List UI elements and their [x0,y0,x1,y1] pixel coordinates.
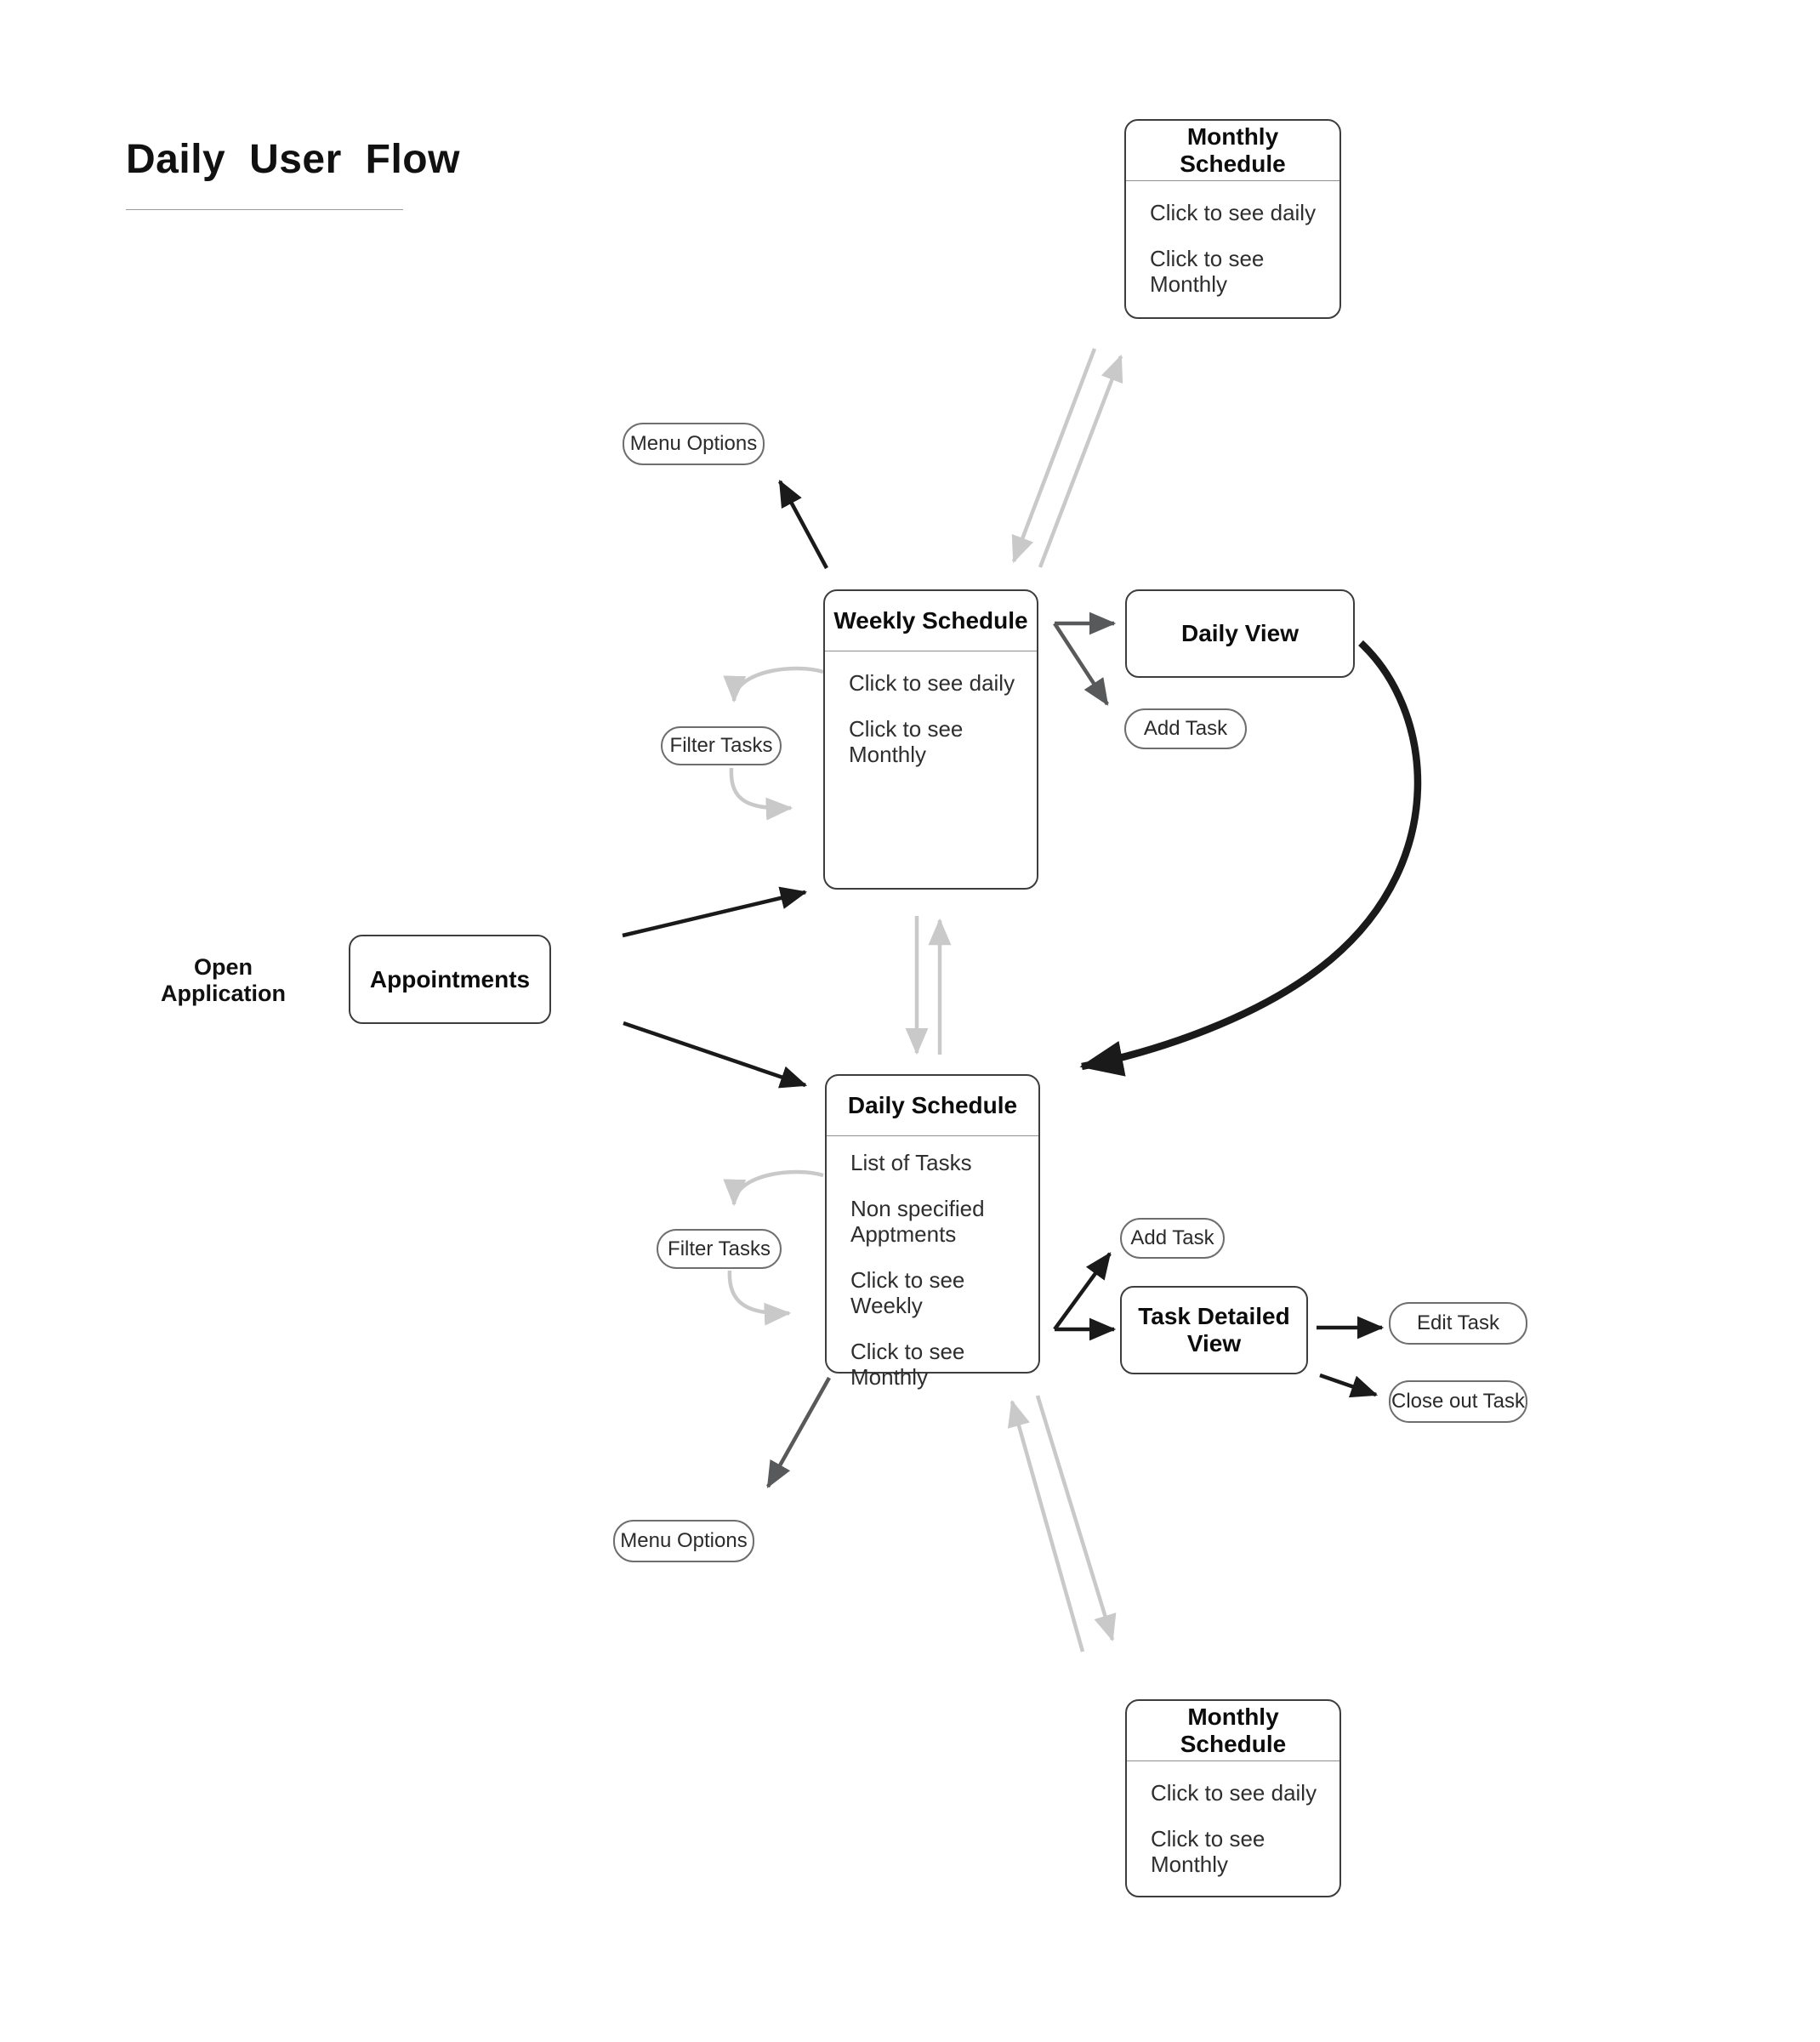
node-item-list: Click to see daily Click to see Monthly [1126,181,1339,297]
node-title: Monthly Schedule [1126,121,1339,181]
node-add-task-top: Add Task [1124,708,1247,749]
node-task-detailed-view: Task Detailed View [1120,1286,1308,1374]
pill-label: Add Task [1143,717,1228,740]
node-title: Appointments [369,965,531,993]
arrow-daily-to-monthly-bottom [1035,1395,1117,1642]
node-title: Task Detailed View [1138,1303,1290,1357]
arrow-task-detail-to-close [1319,1373,1379,1398]
arrow-daily-to-add-task [1053,1252,1112,1331]
node-menu-options-bottom: Menu Options [613,1520,754,1562]
node-filter-tasks-bottom: Filter Tasks [657,1229,782,1269]
node-item: Click to see Weekly [850,1267,965,1318]
arrow-weekly-to-monthly-top [1038,354,1123,568]
arrow-daily-to-menu-bottom [766,1376,831,1488]
title-underline [126,209,403,210]
pill-label: Menu Options [629,432,758,455]
node-edit-task: Edit Task [1389,1302,1527,1345]
node-item: List of Tasks [850,1150,972,1175]
node-filter-tasks-top: Filter Tasks [661,726,782,765]
node-item: Click to see daily [849,670,1015,696]
arrow-monthly-top-to-weekly [1011,348,1097,564]
node-item: Click to see Monthly [849,716,964,767]
node-daily-schedule: Daily Schedule List of Tasks Non specifi… [825,1074,1040,1390]
node-monthly-schedule-bottom: Monthly Schedule Click to see daily Clic… [1125,1699,1341,1897]
pill-label: Edit Task [1417,1311,1499,1334]
pill-label: Add Task [1130,1226,1214,1249]
arrow-appointments-to-daily [623,1021,808,1089]
node-item: Click to see Monthly [1151,1826,1265,1877]
node-title: Weekly Schedule [825,591,1037,651]
node-item-list: Click to see daily Click to see Monthly [1127,1761,1339,1877]
node-title: Monthly Schedule [1127,1701,1339,1761]
arrow-filter-bottom-to-daily [727,1270,792,1326]
arrow-weekly-to-menu-top [778,480,828,570]
pill-label: Filter Tasks [669,734,773,757]
arrow-daily-view-to-daily-schedule [1079,640,1422,1077]
node-title: Daily View [1180,620,1299,646]
node-title: Daily Schedule [827,1076,1038,1136]
node-item: Click to see daily [1150,200,1317,225]
arrow-monthly-bottom-to-daily [1007,1399,1085,1652]
node-daily-view: Daily View [1125,589,1355,678]
node-item: Click to see daily [1151,1780,1317,1806]
node-weekly-schedule: Weekly Schedule Click to see daily Click… [823,589,1038,890]
node-item: Non specified Apptments [850,1196,985,1247]
pill-label: Close out Task [1391,1390,1525,1413]
node-menu-options-top: Menu Options [623,423,765,465]
node-monthly-schedule-top: Monthly Schedule Click to see daily Clic… [1124,119,1341,319]
arrow-appointments-to-weekly [622,886,808,938]
page-title: Daily User Flow [126,137,460,182]
arrow-filter-top-to-weekly [729,767,793,821]
node-add-task-bottom: Add Task [1120,1218,1225,1259]
arrow-weekly-to-filter-top [723,666,824,703]
node-close-out-task: Close out Task [1389,1380,1527,1423]
node-appointments: Appointments [349,935,551,1024]
node-item-list: List of Tasks Non specified Apptments Cl… [827,1136,1038,1390]
arrow-weekly-to-add-task-top [1053,622,1109,706]
pill-label: Filter Tasks [668,1237,771,1260]
arrow-daily-to-filter-bottom [723,1169,824,1207]
node-item-list: Click to see daily Click to see Monthly [825,651,1037,767]
node-item: Click to see Monthly [1150,246,1265,297]
pill-label: Menu Options [620,1529,748,1552]
node-item: Click to see Monthly [850,1339,965,1390]
